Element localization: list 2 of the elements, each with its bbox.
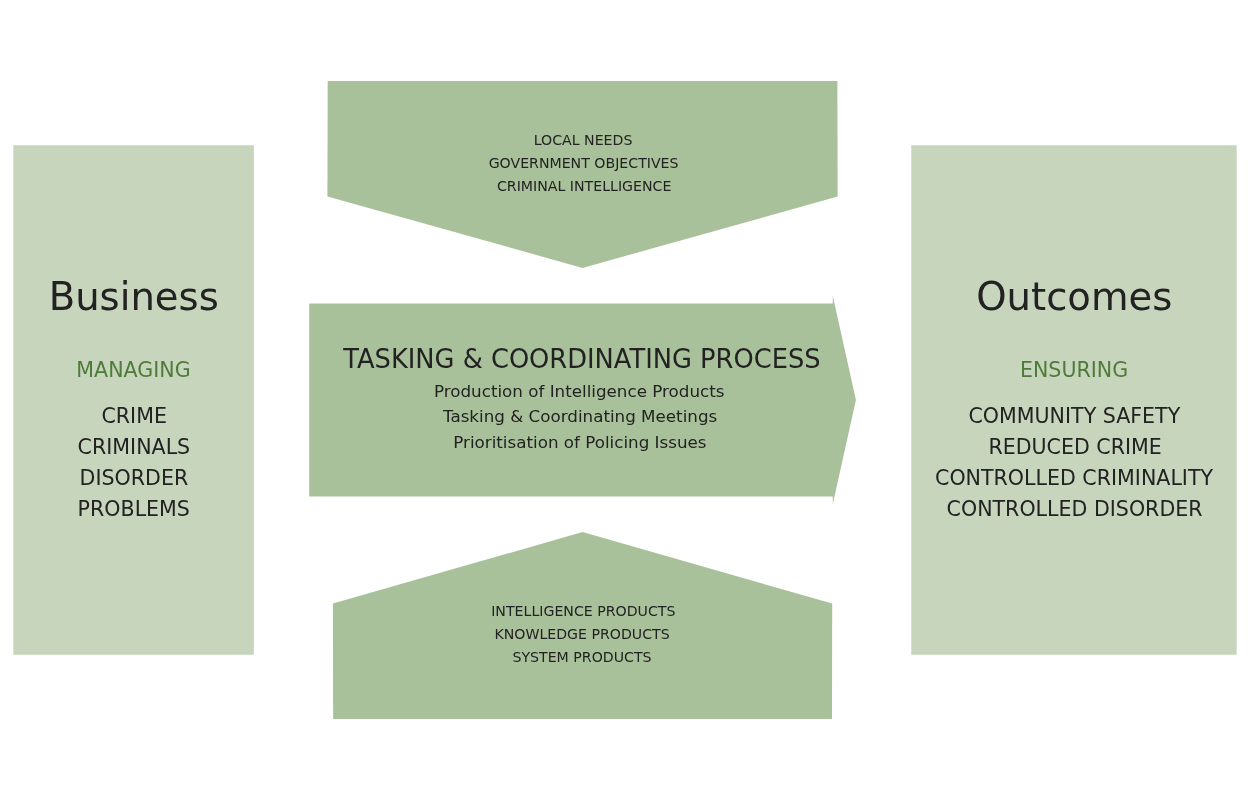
node-box: Outcomes ENSURING COMMUNITY SAFETY REDUCED CRIME CONTROLLED CRIMINALITY CONTROLLED DISORDER (911, 144, 1237, 655)
node-box: Business MANAGING CRIME CRIMINALS DISORDER PROBLEMS (13, 144, 254, 655)
